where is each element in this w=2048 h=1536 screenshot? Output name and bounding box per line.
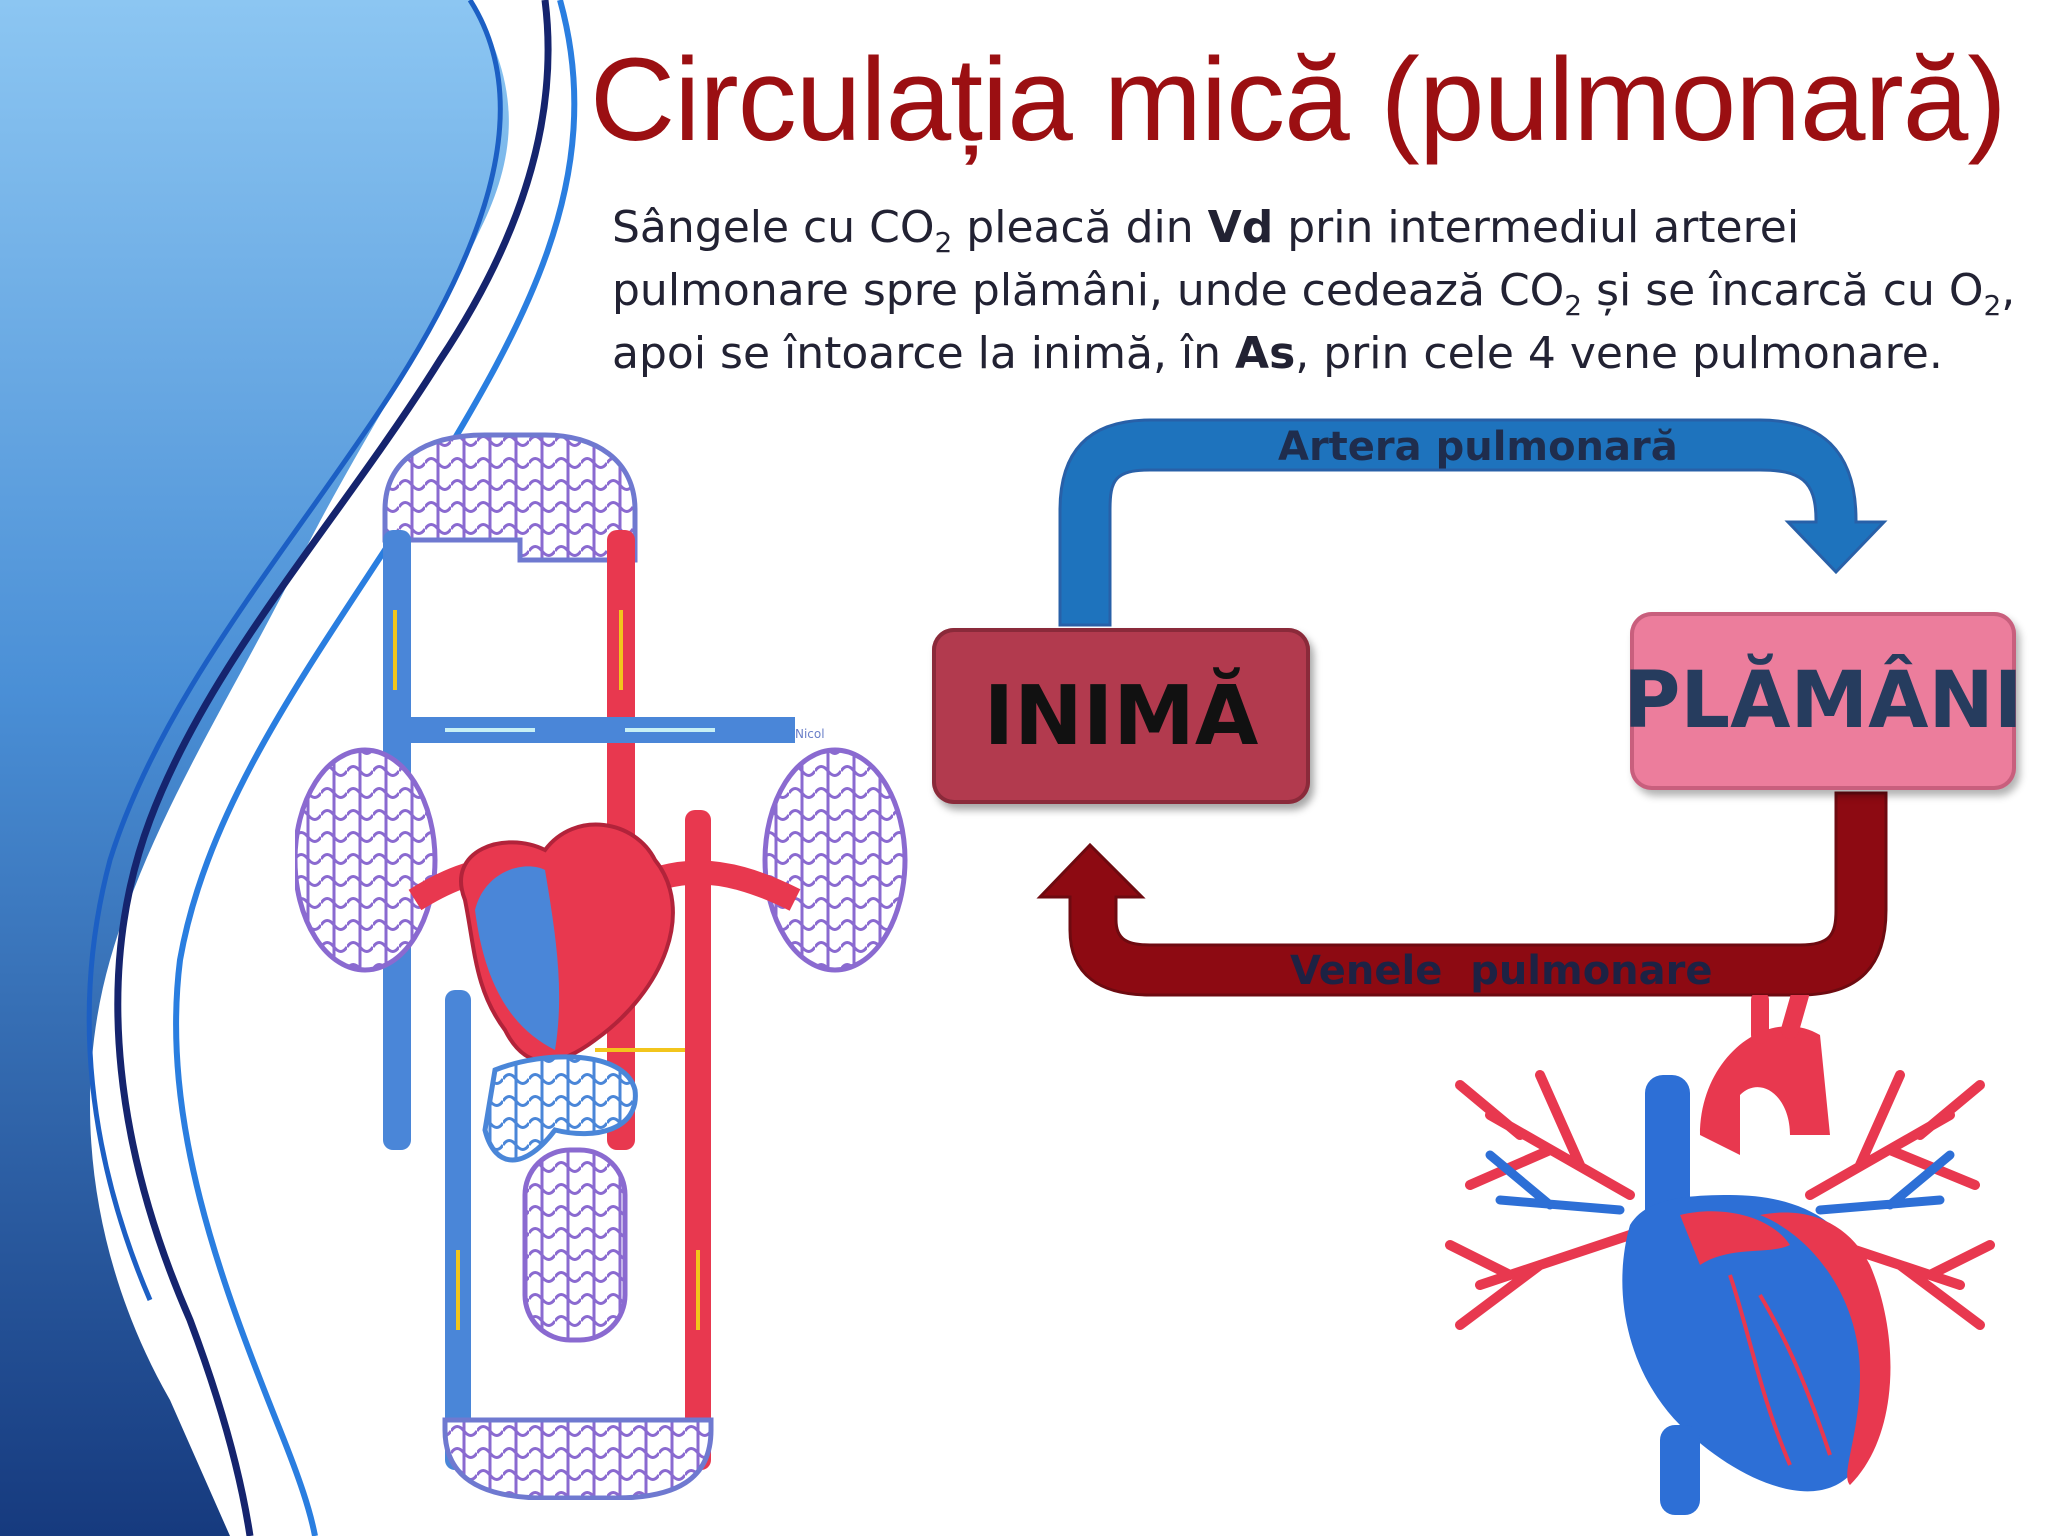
vena-cava [445, 990, 471, 1470]
lungs-box: PLĂMÂNI [1623, 612, 2023, 790]
veins-arrow [1036, 791, 1888, 997]
slide-title: Circulația mică (pulmonară) [590, 34, 2007, 166]
head-capillaries [382, 432, 638, 563]
lungs-box-label: PLĂMÂNI [1623, 656, 2023, 746]
artery-label: Artera pulmonară [1278, 424, 1678, 470]
paragraph-text: prin intermediul arterei pulmonare spre … [612, 202, 1800, 316]
left-lung-capillaries [295, 747, 438, 973]
paragraph-text: , apoi se întoarce la inimă, în [612, 265, 2016, 379]
liver-capillaries [482, 1054, 638, 1163]
blue-wave-line [173, 0, 578, 1536]
paragraph-text: și se încarcă cu O [1582, 265, 1984, 316]
legs-capillaries [442, 1417, 714, 1500]
anatomical-heart-illustration [1445, 995, 1995, 1515]
circulation-diagram-illustration: Nicol [295, 432, 908, 1500]
subscript: 2 [1564, 288, 1583, 322]
paragraph-text: pleacă din [952, 202, 1208, 253]
right-lung-capillaries [762, 747, 908, 973]
aorta-arch [1700, 1026, 1830, 1155]
heart-box-label: INIMĂ [983, 668, 1259, 764]
aorta [685, 810, 711, 1470]
paragraph-bold: Vd [1207, 202, 1274, 253]
slide-paragraph: Sângele cu CO2 pleacă din Vd prin interm… [612, 196, 2032, 385]
paragraph-bold: As [1235, 328, 1296, 379]
intestine-capillaries [522, 1147, 628, 1343]
subscript: 2 [1983, 288, 2002, 322]
blue-wave-line-2 [86, 0, 503, 1301]
left-blue-panel [0, 0, 509, 1536]
heart-box: INIMĂ [932, 628, 1310, 804]
subscript: 2 [934, 225, 953, 259]
paragraph-text: Sângele cu CO [612, 202, 935, 253]
paragraph-text: , prin cele 4 vene pulmonare. [1295, 328, 1943, 379]
artery-arrow [1058, 418, 1888, 627]
inferior-vena-cava [1660, 1425, 1700, 1515]
dark-wave-line [114, 0, 552, 1536]
white-wave [215, 0, 591, 1536]
superior-vena-cava [1645, 1075, 1690, 1235]
illustration-signature: Nicol [795, 727, 825, 741]
veins-label: Venele pulmonare [1290, 948, 1713, 994]
